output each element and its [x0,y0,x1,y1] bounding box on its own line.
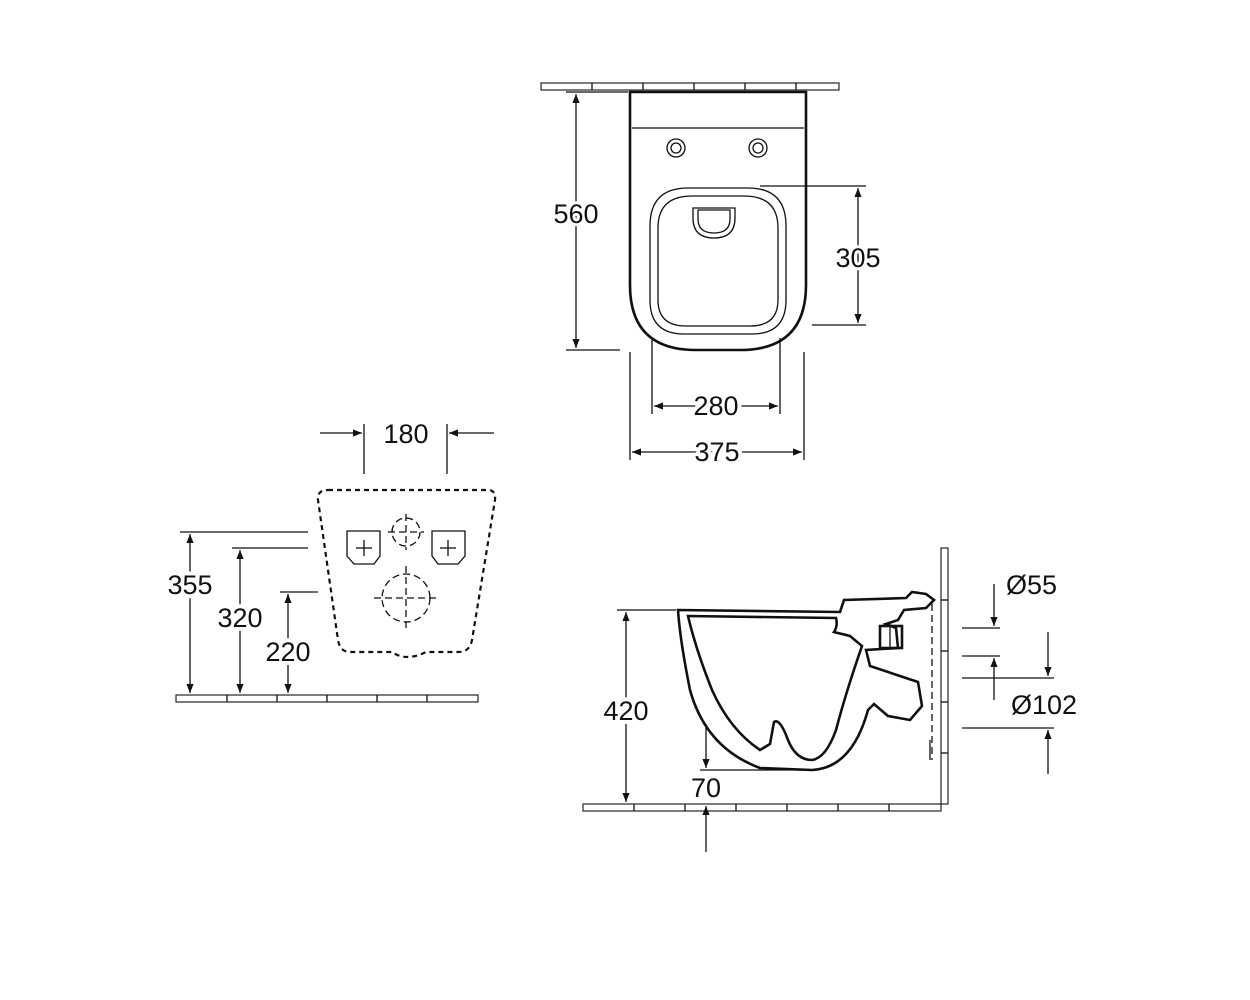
top-view: 560 305 280 375 [540,82,884,471]
dim-outlet-diameter: Ø102 [1011,690,1077,720]
dim-inner-width: 280 [693,391,738,421]
front-view: 180 355 320 220 [163,419,497,703]
dim-inlet-diameter: Ø55 [1006,570,1057,600]
dim-bolt-spacing: 180 [383,419,428,449]
side-view: 420 70 Ø55 Ø102 [582,547,1080,852]
side-view-floor [582,803,942,812]
dim-height-bolts: 320 [217,603,262,633]
side-view-wall [940,547,949,805]
bolt-plate-right [431,530,466,565]
top-view-wall [540,82,840,91]
fixing-hole-left [666,138,686,158]
fixing-hole-right [748,138,768,158]
seat-opening [649,187,787,335]
dim-side-height: 420 [603,696,648,726]
dim-height-top: 355 [167,570,212,600]
water-inlet-marker [388,514,424,550]
dim-outlet-offset: 70 [691,773,721,803]
back-outline [316,488,497,659]
bowl-outline [628,90,808,352]
dim-seat-depth: 305 [835,243,880,273]
waste-outlet-marker [374,566,438,632]
dim-length: 560 [553,199,598,229]
bolt-plate-left [346,530,381,565]
inlet-stub [878,624,904,650]
dim-outer-width: 375 [694,437,739,467]
bowl-profile [676,590,936,772]
flush-outlet [692,207,736,239]
dim-height-outlet: 220 [265,637,310,667]
front-view-floor [175,694,479,703]
